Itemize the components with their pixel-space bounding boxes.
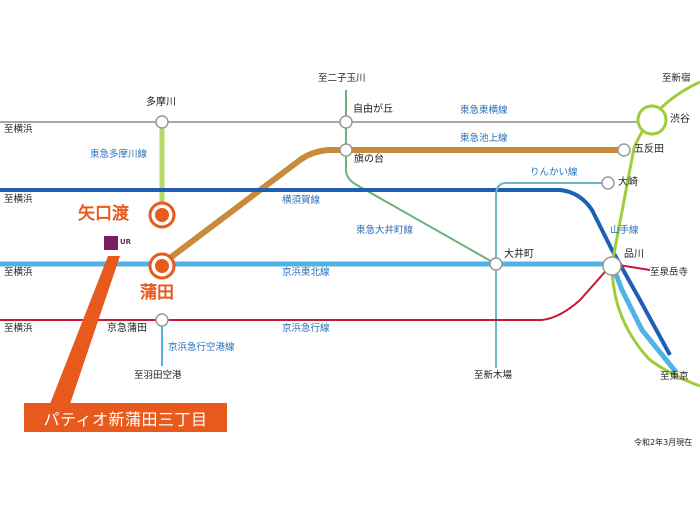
station-label-shibuya: 渋谷 bbox=[670, 114, 690, 125]
line-label-keikyu-airport: 京浜急行空港線 bbox=[168, 342, 235, 353]
station-jiyugaoka-node bbox=[339, 115, 353, 129]
direction-tokyo: 至東京 bbox=[660, 371, 689, 382]
station-hatanodai-node bbox=[339, 143, 353, 157]
station-oimachi-node bbox=[489, 257, 503, 271]
direction-yokohama-3: 至横浜 bbox=[4, 267, 33, 278]
line-label-keihin-tohoku: 京浜東北線 bbox=[282, 267, 330, 278]
keihin-tohoku-line bbox=[0, 261, 678, 374]
direction-yokohama-2: 至横浜 bbox=[4, 194, 33, 205]
station-label-shinagawa: 品川 bbox=[624, 249, 644, 260]
direction-shinjuku: 至新宿 bbox=[662, 73, 691, 84]
station-tamagawa-node bbox=[155, 115, 169, 129]
yokosuka-line bbox=[0, 188, 672, 356]
property-callout: パティオ新蒲田三丁目 bbox=[24, 403, 227, 432]
date-note: 令和2年3月現在 bbox=[634, 438, 693, 447]
station-gotanda-node bbox=[617, 143, 631, 157]
callout-pointer bbox=[50, 256, 120, 404]
station-label-keikyu-kamata: 京急蒲田 bbox=[107, 323, 147, 334]
line-label-keikyu: 京浜急行線 bbox=[282, 323, 330, 334]
line-label-tamagawa: 東急多摩川線 bbox=[90, 149, 148, 160]
station-label-yaguchinowatashi: 矢口渡 bbox=[78, 204, 129, 224]
station-label-hatanodai: 旗の台 bbox=[354, 154, 384, 165]
direction-haneda: 至羽田空港 bbox=[134, 370, 182, 381]
keikyu-line bbox=[0, 262, 651, 321]
direction-yokohama-1: 至横浜 bbox=[4, 124, 33, 135]
rinkai-line bbox=[495, 182, 608, 368]
station-shibuya-node bbox=[636, 104, 668, 136]
line-label-oimachi: 東急大井町線 bbox=[356, 225, 414, 236]
station-shinagawa-node bbox=[602, 256, 622, 276]
station-yaguchinowatashi-core bbox=[155, 208, 169, 222]
line-label-rinkai: りんかい線 bbox=[530, 167, 578, 178]
station-label-gotanda: 五反田 bbox=[634, 144, 664, 155]
station-osaki-node bbox=[601, 176, 615, 190]
direction-yokohama-4: 至横浜 bbox=[4, 323, 33, 334]
station-label-tamagawa: 多摩川 bbox=[146, 97, 176, 108]
direction-sengakuji: 至泉岳寺 bbox=[650, 267, 689, 278]
direction-shinkiba: 至新木場 bbox=[474, 370, 513, 381]
oimachi-line bbox=[345, 122, 497, 265]
ur-logo-icon bbox=[104, 236, 118, 250]
station-label-jiyugaoka: 自由が丘 bbox=[353, 104, 393, 115]
ur-logo-text: UR bbox=[120, 238, 132, 246]
station-label-kamata: 蒲田 bbox=[140, 283, 174, 303]
line-label-toyoko: 東急東横線 bbox=[460, 105, 508, 116]
station-kamata-core bbox=[155, 259, 169, 273]
line-label-yokosuka: 横須賀線 bbox=[282, 195, 321, 206]
station-keikyu-kamata-node bbox=[155, 313, 169, 327]
line-label-yamanote: 山手線 bbox=[610, 225, 639, 236]
direction-futako: 至二子玉川 bbox=[318, 73, 366, 84]
station-label-osaki: 大崎 bbox=[618, 177, 638, 188]
ikegami-line bbox=[160, 147, 622, 267]
line-label-ikegami: 東急池上線 bbox=[460, 133, 508, 144]
station-label-oimachi: 大井町 bbox=[504, 249, 534, 260]
